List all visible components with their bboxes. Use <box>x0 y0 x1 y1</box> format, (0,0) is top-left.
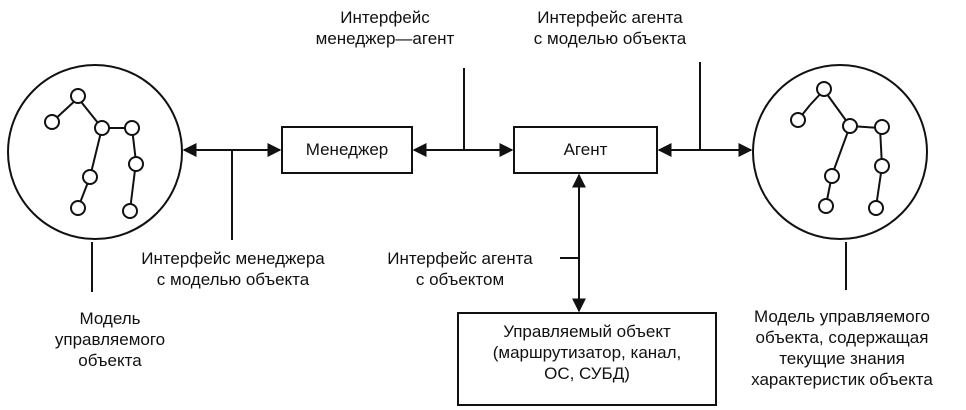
label-line: Интерфейс агента <box>387 249 533 268</box>
agent-box-label: Агент <box>563 140 608 159</box>
label-line: с моделью объекта <box>533 29 687 48</box>
manager-box <box>281 126 413 174</box>
label-line: с объектом <box>415 270 505 289</box>
label-line: с моделью объекта <box>156 270 310 289</box>
label-line: (маршрутизатор, канал, <box>492 343 682 362</box>
label-line: Интерфейс <box>340 8 430 27</box>
label-line: менеджер—агент <box>315 29 455 48</box>
label-line: текущие знания <box>779 349 905 368</box>
right-object-model-circle <box>752 64 928 240</box>
agent-object-interface-label: Интерфейс агента с объектом <box>362 248 558 290</box>
label-line: ОС, СУБД) <box>544 364 630 383</box>
right-model-label: Модель управляемого объекта, содержащая … <box>722 306 962 390</box>
agent-model-interface-label: Интерфейс агента с моделью объекта <box>497 7 723 49</box>
label-line: Модель <box>79 309 141 328</box>
label-line: Управляемый объект <box>503 322 671 341</box>
label-line: Модель управляемого <box>753 307 930 326</box>
label-line: Интерфейс агента <box>537 8 683 27</box>
manager-box-label: Менеджер <box>305 140 389 159</box>
left-object-model-circle <box>7 64 183 240</box>
label-line: объекта, содержащая <box>755 328 929 347</box>
managed-object-box-label: Управляемый объект (маршрутизатор, канал… <box>458 321 716 384</box>
label-line: Интерфейс менеджера <box>141 249 325 268</box>
label-line: характеристик объекта <box>751 370 933 389</box>
left-model-label: Модель управляемого объекта <box>40 308 180 371</box>
agent-box <box>513 126 658 174</box>
manager-agent-interface-label: Интерфейс менеджер—агент <box>300 7 470 49</box>
label-line: объекта <box>78 351 142 370</box>
managed-object-box <box>457 312 717 406</box>
manager-model-interface-label: Интерфейс менеджера с моделью объекта <box>108 248 358 290</box>
label-line: управляемого <box>54 330 166 349</box>
